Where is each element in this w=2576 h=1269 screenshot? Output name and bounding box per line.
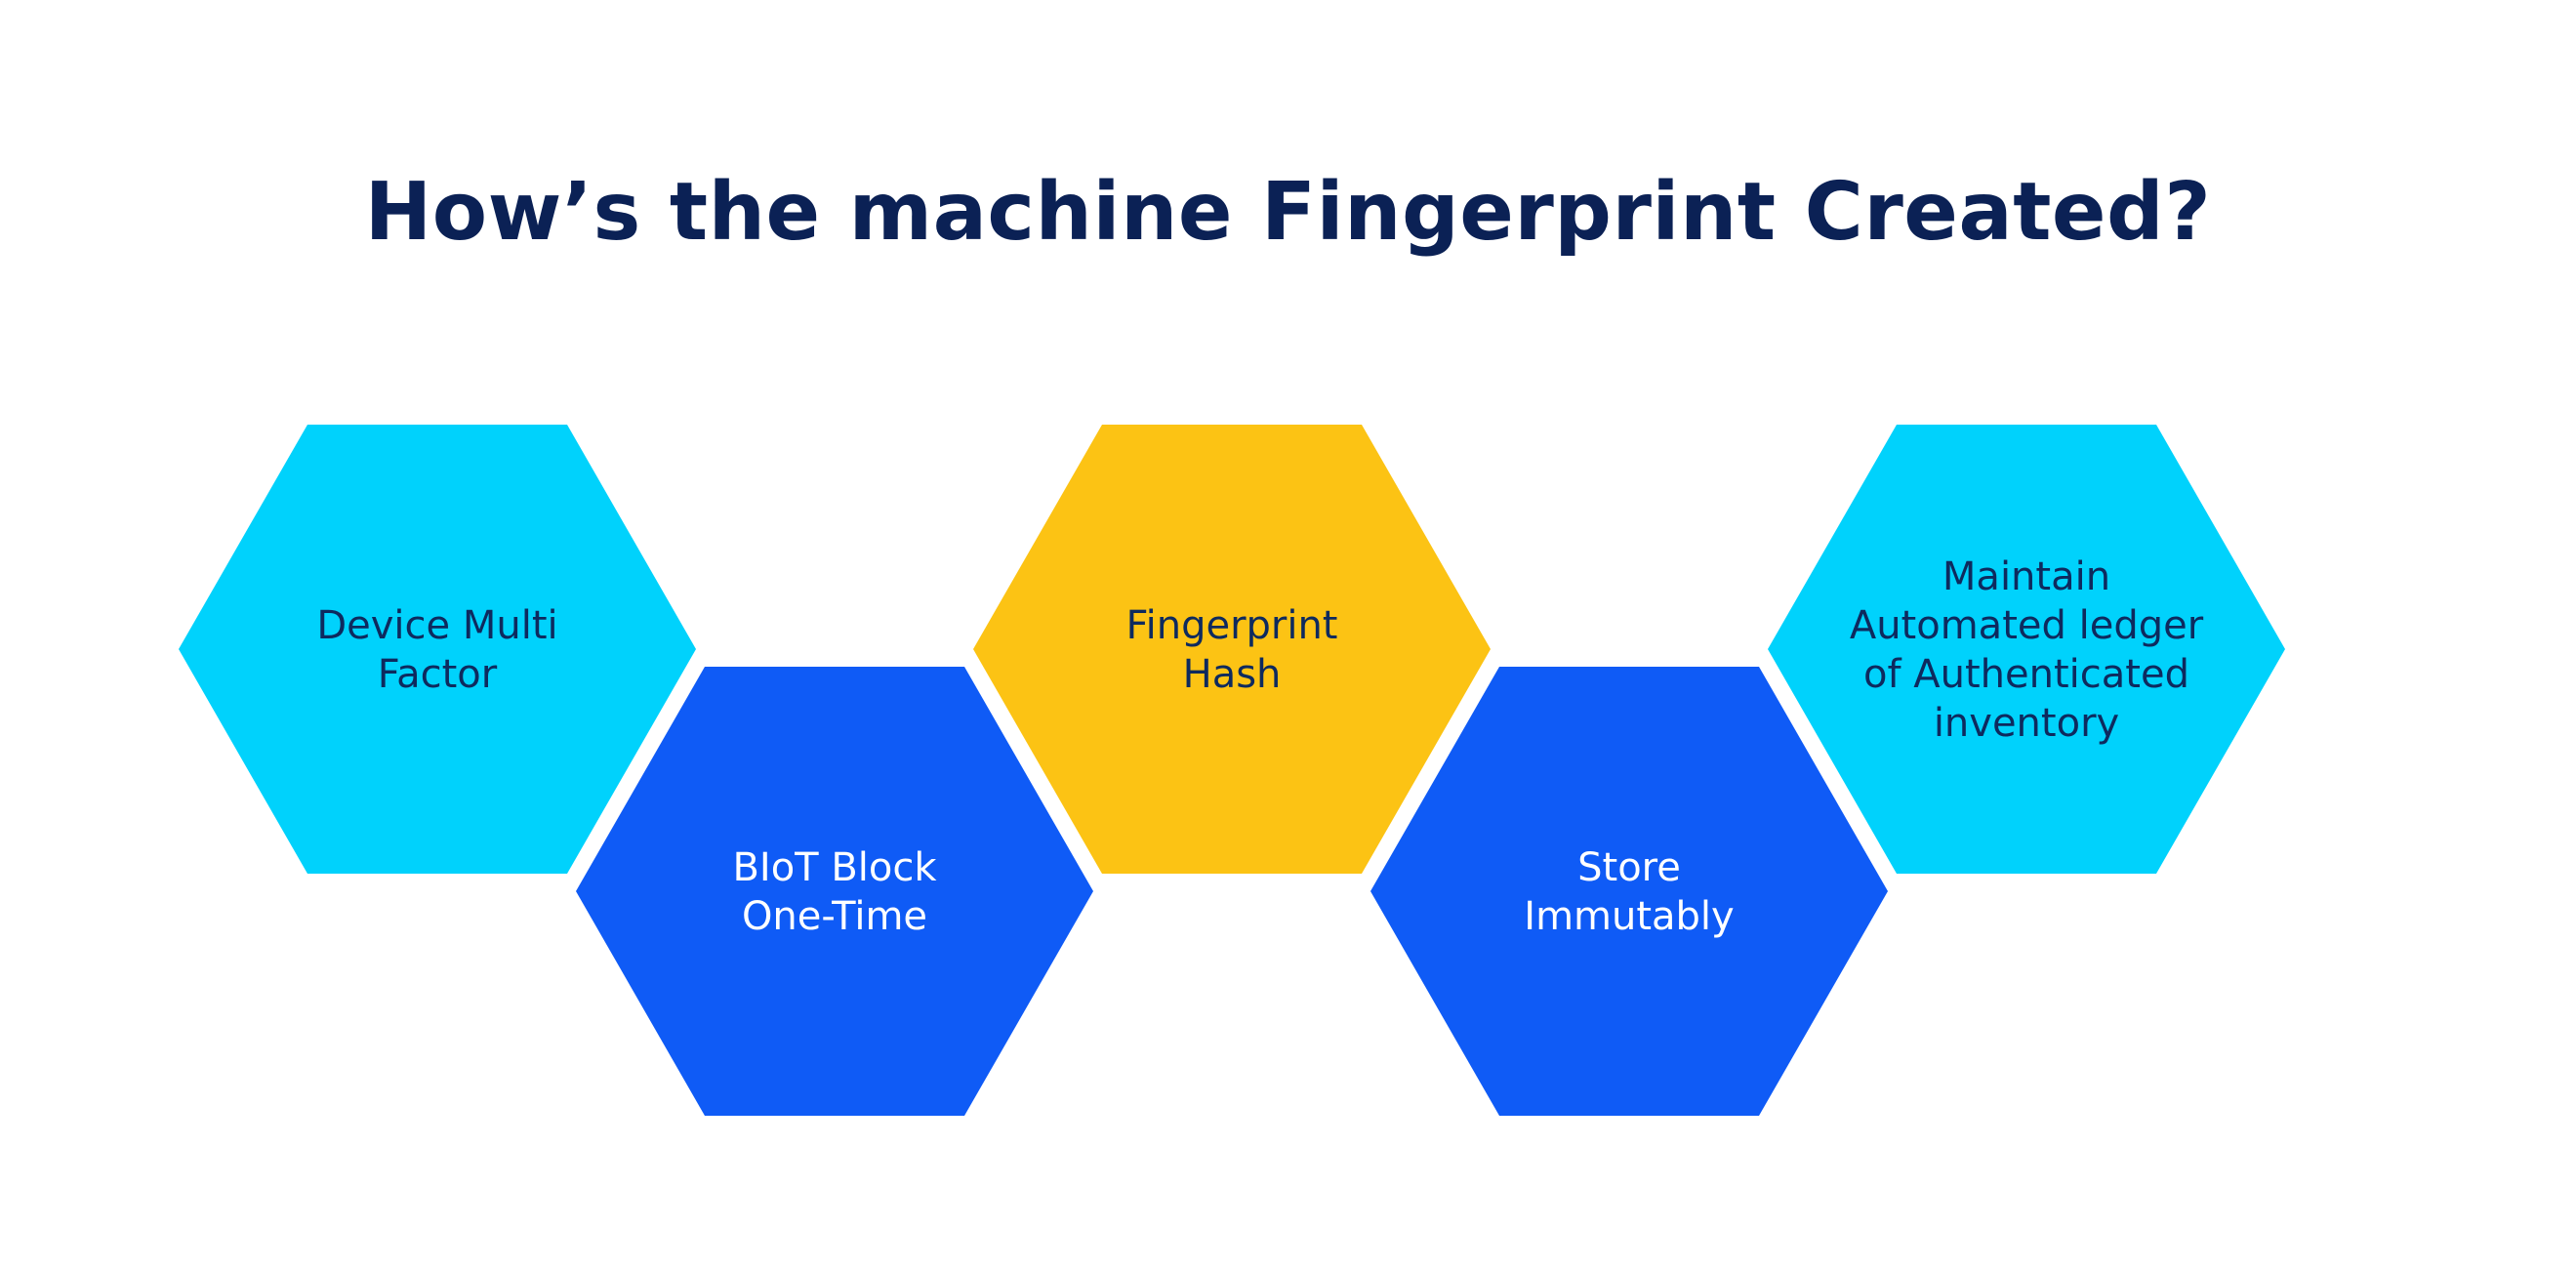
- hexagon-shape: [576, 667, 1093, 1116]
- hexagon-label-line: Immutably: [1524, 894, 1734, 939]
- hexagon-label-line: Automated ledger: [1850, 603, 2204, 648]
- hexagon-label-line: Factor: [378, 652, 498, 697]
- hexagon-label-line: Store: [1577, 845, 1681, 890]
- hexagon-label-line: Hash: [1183, 652, 1282, 697]
- hexagon-shape: [1768, 425, 2285, 874]
- hexagon-shape: [973, 425, 1491, 874]
- hexagon-label-line: of Authenticated: [1863, 652, 2189, 697]
- hexagon-label-line: inventory: [1934, 701, 2119, 746]
- page-title: How’s the machine Fingerprint Created?: [364, 166, 2212, 259]
- hexagon-label-line: Device Multi: [316, 603, 557, 648]
- hexagon-label-line: One-Time: [742, 894, 927, 939]
- hexagon-label-line: Fingerprint: [1126, 603, 1338, 648]
- hexagon-shape: [1370, 667, 1888, 1116]
- hexagon-label-line: BIoT Block: [732, 845, 937, 890]
- hexagon-label-line: Maintain: [1942, 554, 2110, 599]
- hexagon-shape: [179, 425, 696, 874]
